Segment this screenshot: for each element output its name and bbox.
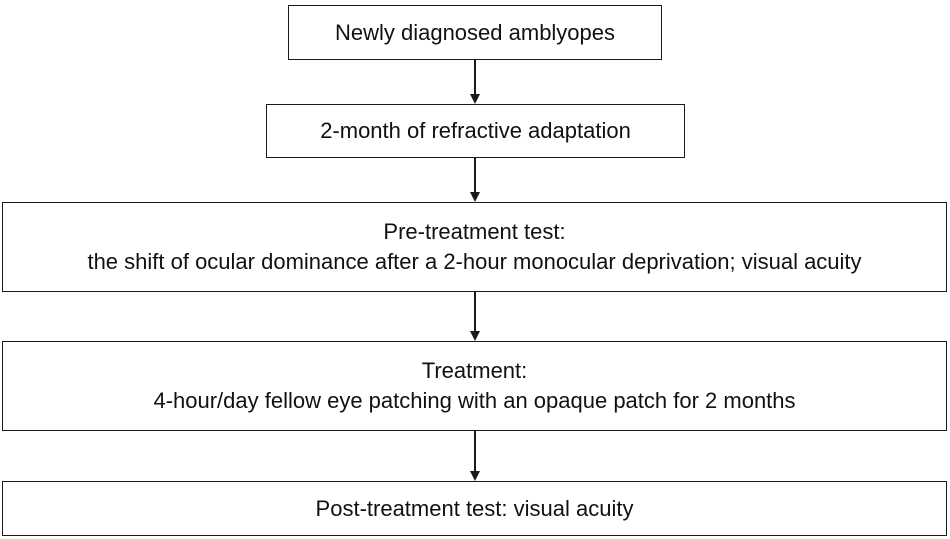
flow-step-text: 2-month of refractive adaptation bbox=[320, 118, 631, 143]
arrowhead-icon bbox=[470, 192, 480, 202]
flow-step-diagnosis: Newly diagnosed amblyopes bbox=[288, 5, 662, 60]
flow-step-detail: 4-hour/day fellow eye patching with an o… bbox=[153, 388, 796, 413]
flow-step-text: Post-treatment test: visual acuity bbox=[315, 495, 634, 521]
arrowhead-icon bbox=[470, 94, 480, 104]
flow-step-post-treatment-test: Post-treatment test: visual acuity bbox=[2, 481, 947, 536]
flow-step-heading: Treatment: bbox=[421, 358, 528, 383]
flow-step-pre-treatment-test: Pre-treatment test: the shift of ocular … bbox=[2, 202, 947, 292]
flow-step-detail: the shift of ocular dominance after a 2-… bbox=[87, 249, 862, 274]
flow-step-treatment: Treatment: 4-hour/day fellow eye patchin… bbox=[2, 341, 947, 431]
flow-step-text: Newly diagnosed amblyopes bbox=[334, 19, 616, 45]
arrowhead-icon bbox=[470, 471, 480, 481]
flow-step-refractive-adaptation: 2-month of refractive adaptation bbox=[266, 104, 685, 158]
arrow-shaft bbox=[474, 60, 476, 94]
arrow-shaft bbox=[474, 431, 476, 471]
arrow-shaft bbox=[474, 158, 476, 192]
arrow-shaft bbox=[474, 292, 476, 331]
flow-step-heading: Pre-treatment test: bbox=[383, 219, 566, 244]
arrowhead-icon bbox=[470, 331, 480, 341]
